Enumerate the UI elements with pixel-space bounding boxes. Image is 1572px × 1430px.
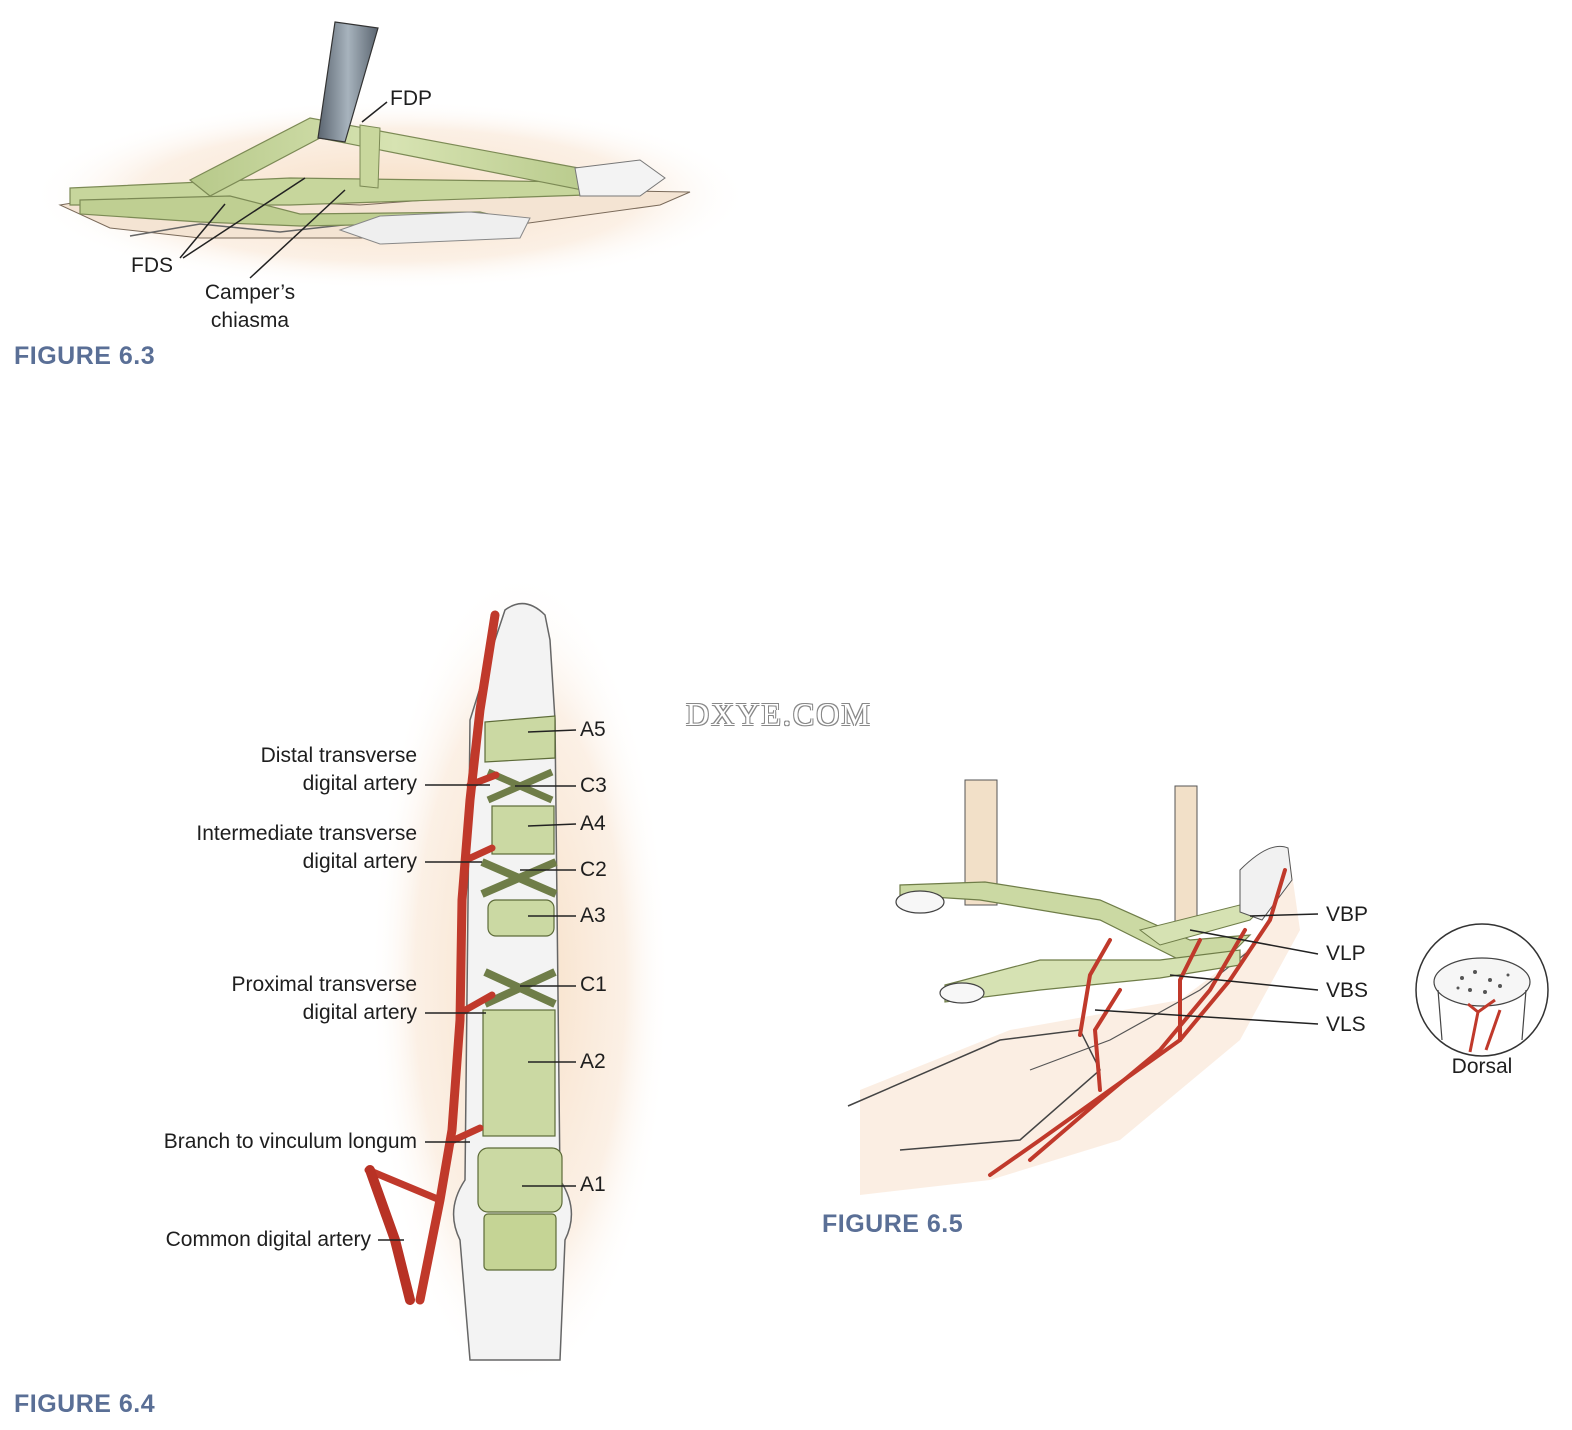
proper-digital-artery: [415, 610, 500, 1305]
label-campers-line2: chiasma: [210, 309, 290, 332]
label-pulley-c1: C1: [580, 973, 607, 996]
figure-6-4-leaders: [378, 729, 577, 1241]
figure-6-5-leaders: [1094, 913, 1319, 1025]
label-proximal-transverse-artery: Proximal transverse digital artery: [117, 971, 417, 1027]
label-pulley-a3: A3: [580, 904, 606, 927]
label-fdp: FDP: [390, 87, 432, 110]
retractor-right: [1174, 785, 1198, 927]
label-campers-line1: Camper’s: [204, 281, 296, 304]
surgical-probe: [317, 21, 379, 143]
label-distal-line2: digital artery: [302, 772, 417, 795]
label-vbp: VBP: [1326, 903, 1369, 926]
label-fds: FDS: [131, 254, 173, 277]
pulley-bands: [477, 715, 563, 1271]
label-vbs: VBS: [1326, 979, 1369, 1002]
distal-phalanx: [574, 159, 666, 197]
leader-campers: [249, 189, 346, 279]
label-vls: VLS: [1326, 1013, 1366, 1036]
label-distal-line1: Distal transverse: [260, 744, 417, 767]
label-intermediate-transverse-artery: Intermediate transverse digital artery: [117, 820, 417, 876]
transverse-arteries: [364, 771, 500, 1204]
label-proximal-line2: digital artery: [302, 1001, 417, 1024]
label-pulley-a4: A4: [580, 812, 606, 835]
middle-phalanx-outline: [1029, 949, 1251, 1071]
fds-cut-end: [895, 890, 945, 914]
label-pulley-c3: C3: [580, 774, 607, 797]
vincular-arteries: [988, 868, 1287, 1177]
label-common-digital-artery: Common digital artery: [165, 1228, 371, 1251]
fdp-cut-end: [939, 982, 985, 1004]
label-distal-transverse-artery: Distal transverse digital artery: [117, 742, 417, 798]
vinculum: [359, 124, 381, 189]
caption-figure-6-5: FIGURE 6.5: [822, 1210, 964, 1238]
label-campers-chiasma: Camper’s chiasma: [186, 279, 314, 335]
label-vlp: VLP: [1326, 942, 1366, 965]
leader-fdp: [361, 101, 388, 123]
watermark: DXYE.COM: [686, 696, 872, 732]
label-pulley-a5: A5: [580, 718, 606, 741]
label-pulley-a2: A2: [580, 1050, 606, 1073]
middle-phalanx: [338, 211, 531, 245]
label-dorsal: Dorsal: [1451, 1055, 1513, 1078]
dorsal-inset: [1415, 923, 1549, 1057]
label-intermediate-line1: Intermediate transverse: [196, 822, 417, 845]
caption-figure-6-3: FIGURE 6.3: [14, 342, 156, 370]
label-pulley-a1: A1: [580, 1173, 606, 1196]
proximal-phalanx-outline: [847, 1029, 1101, 1151]
label-proximal-line1: Proximal transverse: [231, 973, 417, 996]
leader-fds-1: [179, 203, 226, 259]
caption-figure-6-4: FIGURE 6.4: [14, 1390, 156, 1418]
label-branch-vinculum-longum: Branch to vinculum longum: [163, 1130, 417, 1153]
figure-6-3-drawing: [30, 21, 750, 290]
leader-fds-2: [182, 177, 306, 259]
label-pulley-c2: C2: [580, 858, 607, 881]
figure-6-4-drawing: [364, 570, 670, 1390]
figure-6-5-drawing: [847, 779, 1549, 1195]
label-intermediate-line2: digital artery: [302, 850, 417, 873]
